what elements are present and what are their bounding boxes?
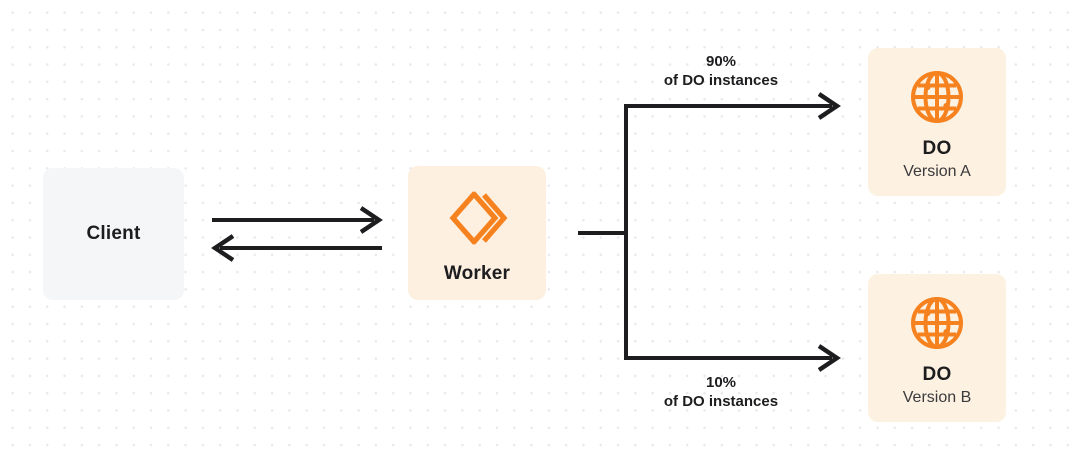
node-worker[interactable]: Worker	[408, 166, 546, 300]
globe-icon	[908, 68, 966, 126]
cloudflare-workers-icon	[446, 187, 508, 249]
node-do-b-subtitle: Version B	[902, 388, 972, 406]
globe-icon	[908, 294, 966, 352]
node-do-b-title: DO	[922, 363, 952, 385]
node-worker-title: Worker	[443, 263, 511, 284]
edge-label-do-a: 90% of DO instances	[624, 52, 818, 90]
edge-label-do-b: 10% of DO instances	[624, 373, 818, 411]
edge-worker-to-do-b	[624, 344, 841, 372]
edge-label-do-b-detail: of DO instances	[663, 393, 779, 411]
edge-label-do-b-percent: 10%	[705, 374, 737, 391]
node-do-version-b[interactable]: DO Version B	[868, 274, 1006, 422]
edge-label-do-a-percent: 90%	[705, 53, 737, 70]
edge-worker-to-client	[211, 234, 382, 262]
edge-label-do-a-detail: of DO instances	[663, 72, 779, 90]
node-do-a-title: DO	[922, 137, 952, 159]
node-do-a-subtitle: Version A	[903, 162, 971, 180]
node-client[interactable]: Client	[43, 168, 184, 300]
edge-worker-to-do-a	[624, 92, 841, 120]
node-do-version-a[interactable]: DO Version A	[868, 48, 1006, 196]
node-client-title: Client	[86, 223, 141, 244]
edge-client-to-worker	[212, 206, 383, 234]
